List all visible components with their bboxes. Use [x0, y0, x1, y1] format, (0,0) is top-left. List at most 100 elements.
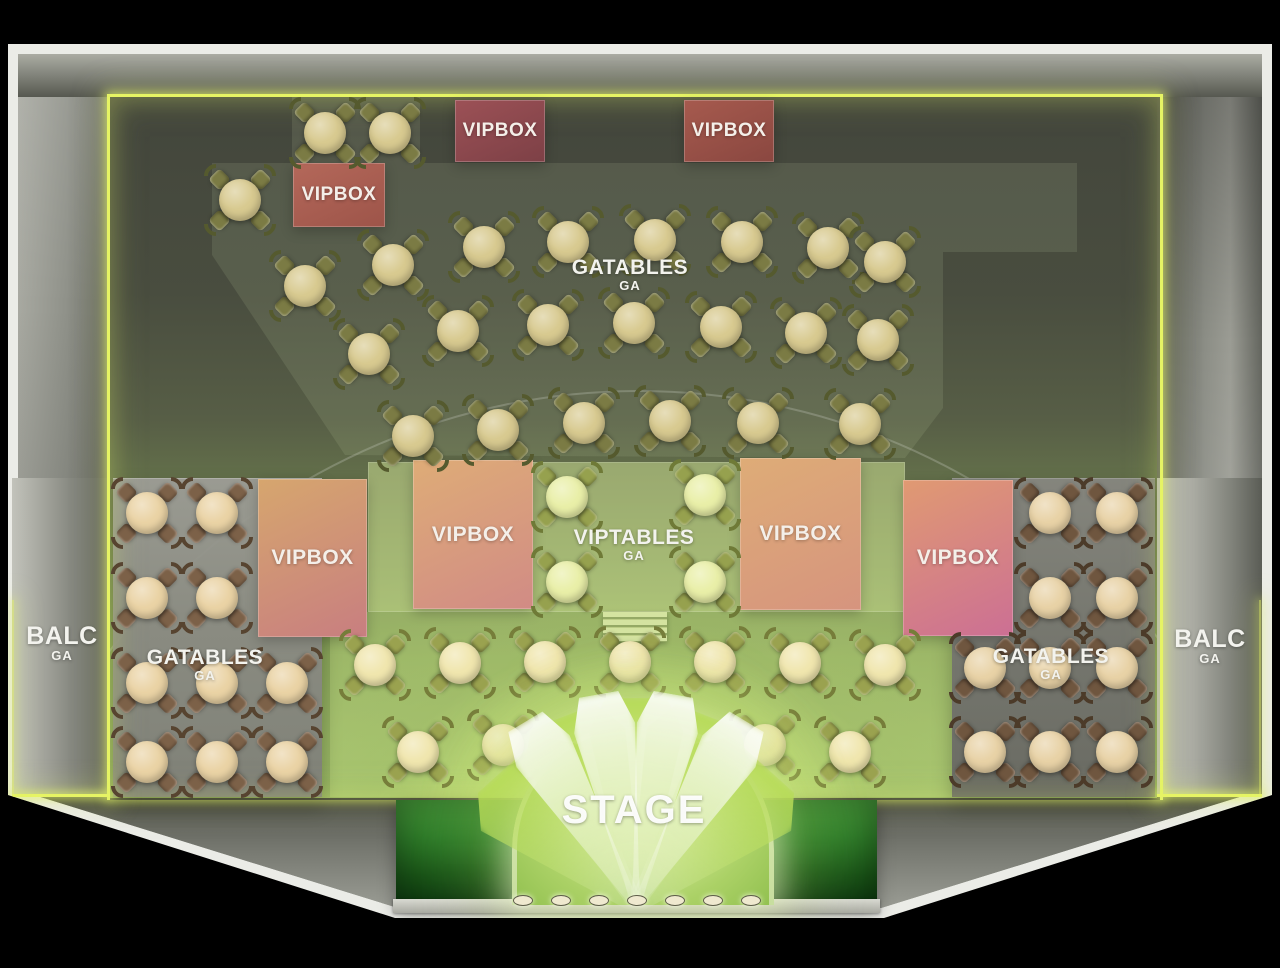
- chair: [493, 215, 516, 238]
- chair: [358, 142, 381, 165]
- chair: [598, 630, 621, 653]
- chair: [156, 730, 179, 753]
- chair: [1085, 481, 1108, 504]
- vipbox-top-center[interactable]: VIPBOX: [455, 100, 545, 162]
- chair: [1018, 566, 1041, 589]
- chair: [273, 295, 296, 318]
- vipbox-top-left[interactable]: VIPBOX: [293, 163, 385, 227]
- chair: [402, 233, 425, 256]
- chair: [226, 730, 249, 753]
- chair: [768, 631, 791, 654]
- chair: [314, 295, 337, 318]
- chair: [384, 633, 407, 656]
- chair: [428, 631, 451, 654]
- vipbox-label: VIPBOX: [301, 184, 377, 205]
- stage-light-fixture: [665, 895, 685, 906]
- chair: [507, 398, 530, 421]
- chair: [846, 349, 869, 372]
- chair: [381, 445, 404, 468]
- chair: [724, 630, 747, 653]
- chair: [1126, 607, 1149, 630]
- section-balc-right[interactable]: [1157, 478, 1262, 796]
- chair: [273, 254, 296, 277]
- vipbox-mid-right[interactable]: VIPBOX: [903, 480, 1013, 636]
- chair: [115, 651, 138, 674]
- chair: [679, 389, 702, 412]
- chair: [249, 168, 272, 191]
- chair: [1126, 636, 1149, 659]
- chair: [1126, 720, 1149, 743]
- chair: [809, 672, 832, 695]
- chair: [185, 771, 208, 794]
- chair: [894, 271, 917, 294]
- glow-border-right-edge: [1259, 600, 1261, 796]
- chair: [1018, 720, 1041, 743]
- vipbox-mid-center-left[interactable]: VIPBOX: [413, 460, 533, 609]
- chair: [378, 322, 401, 345]
- chair: [226, 522, 249, 545]
- chair: [767, 391, 790, 414]
- chair: [428, 672, 451, 695]
- chair: [593, 432, 616, 455]
- stage-light-fixture: [703, 895, 723, 906]
- chair: [953, 720, 976, 743]
- chair: [730, 336, 753, 359]
- chair: [576, 465, 599, 488]
- chair: [426, 299, 449, 322]
- section-balc-left[interactable]: [12, 478, 110, 796]
- chair: [1126, 761, 1149, 784]
- chair: [337, 322, 360, 345]
- chair: [767, 432, 790, 455]
- chair: [516, 293, 539, 316]
- chair: [1085, 720, 1108, 743]
- chair: [710, 251, 733, 274]
- chair: [557, 334, 580, 357]
- chair: [535, 550, 558, 573]
- chair: [853, 271, 876, 294]
- chair: [577, 210, 600, 233]
- chair: [467, 340, 490, 363]
- vipbox-mid-left[interactable]: VIPBOX: [258, 479, 367, 637]
- chair: [638, 430, 661, 453]
- chair: [452, 215, 475, 238]
- chair: [796, 257, 819, 280]
- label-gatables-right: GATABLES GA: [992, 645, 1110, 683]
- label-balc-right: BALC GA: [1174, 625, 1246, 667]
- chair: [156, 771, 179, 794]
- chair: [516, 334, 539, 357]
- chair: [1126, 566, 1149, 589]
- glow-border-left-edge: [12, 600, 14, 796]
- chair: [293, 142, 316, 165]
- vipbox-mid-center-right[interactable]: VIPBOX: [740, 458, 861, 610]
- label-stage: STAGE: [561, 788, 707, 832]
- chair: [156, 692, 179, 715]
- vipbox-label: VIPBOX: [759, 522, 842, 545]
- chair: [894, 633, 917, 656]
- chair: [869, 433, 892, 456]
- glow-border-balc-right: [1157, 794, 1262, 797]
- chair: [673, 591, 696, 614]
- chair: [156, 522, 179, 545]
- chair: [115, 522, 138, 545]
- chair: [887, 349, 910, 372]
- chair: [552, 432, 575, 455]
- chair: [1059, 607, 1082, 630]
- stage-light-fixture: [589, 895, 609, 906]
- vipbox-label: VIPBOX: [916, 546, 1000, 569]
- vipbox-label: VIPBOX: [691, 120, 767, 141]
- chair: [623, 208, 646, 231]
- chair: [710, 210, 733, 233]
- chair: [1126, 677, 1149, 700]
- vipbox-top-right[interactable]: VIPBOX: [684, 100, 774, 162]
- chair: [469, 672, 492, 695]
- chair: [1085, 566, 1108, 589]
- chair: [1018, 481, 1041, 504]
- chair: [751, 210, 774, 233]
- chair: [402, 274, 425, 297]
- chair: [426, 340, 449, 363]
- chair: [887, 308, 910, 331]
- chair: [156, 481, 179, 504]
- wall-top: [18, 54, 1262, 98]
- stage-light-fixture: [627, 895, 647, 906]
- chair: [422, 445, 445, 468]
